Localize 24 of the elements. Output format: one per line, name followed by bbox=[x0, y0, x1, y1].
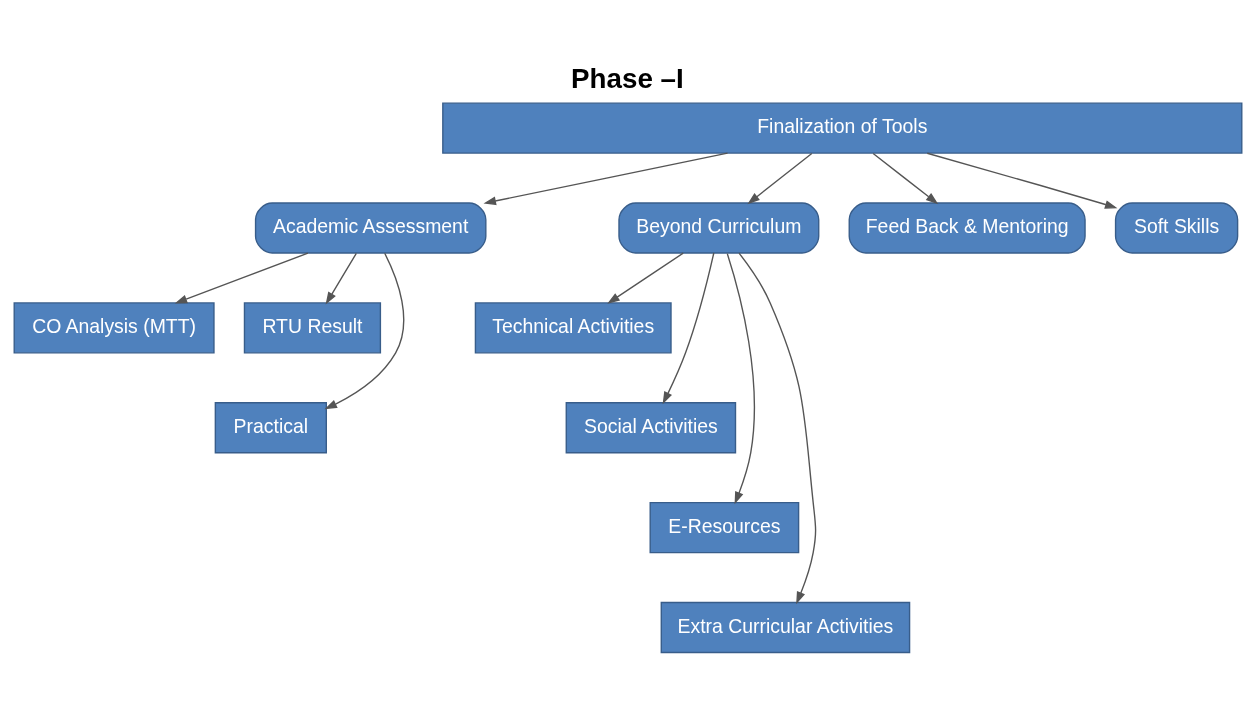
arrow bbox=[926, 152, 1118, 209]
arrow bbox=[747, 152, 813, 204]
arrow bbox=[872, 152, 939, 204]
node-box: Feed Back & Mentoring bbox=[848, 201, 1086, 254]
arrow bbox=[324, 252, 405, 409]
arrow bbox=[174, 251, 309, 304]
node-box: Extra Curricular Activities bbox=[660, 601, 911, 653]
node-box: Technical Activities bbox=[474, 301, 672, 354]
arrow bbox=[738, 251, 817, 604]
node-box: Soft Skills bbox=[1114, 201, 1239, 254]
arrow bbox=[726, 252, 755, 504]
node-box: Practical bbox=[214, 401, 327, 453]
arrow bbox=[662, 251, 715, 404]
node-box: E-Resources bbox=[649, 501, 800, 553]
node-box: Finalization of Tools bbox=[442, 101, 1243, 154]
node-box: Academic Assessment bbox=[254, 201, 487, 254]
diagram-title: Phase –I bbox=[571, 62, 684, 94]
arrow bbox=[607, 251, 684, 304]
node-box: RTU Result bbox=[243, 301, 382, 354]
arrow bbox=[483, 151, 729, 205]
node-box: Social Activities bbox=[565, 401, 737, 453]
node-box: CO Analysis (MTT) bbox=[13, 301, 215, 354]
node-box: Beyond Curriculum bbox=[618, 201, 820, 254]
arrow bbox=[325, 252, 357, 305]
